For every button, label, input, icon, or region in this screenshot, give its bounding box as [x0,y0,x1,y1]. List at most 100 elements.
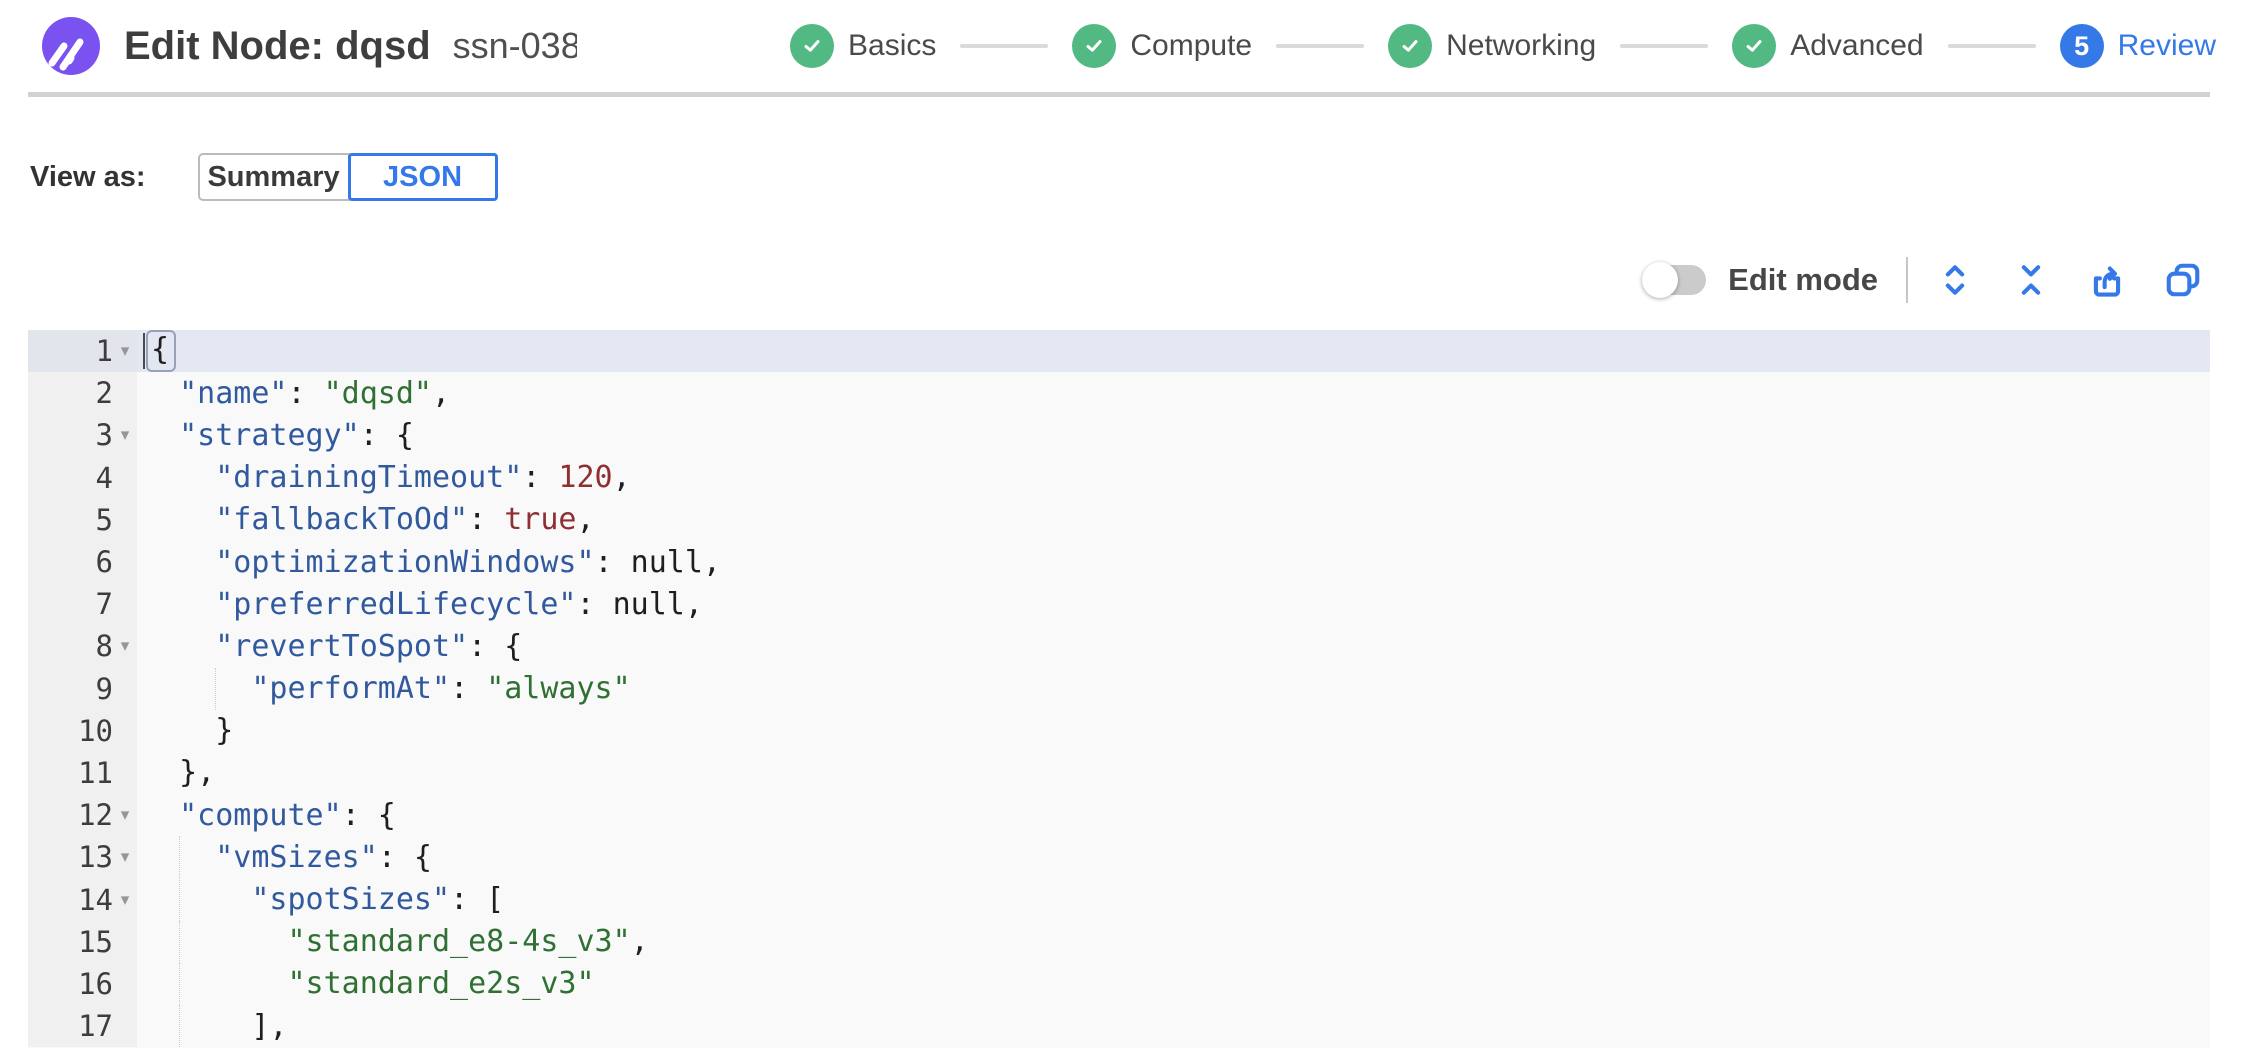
code-content[interactable]: "performAt": "always" [137,667,2210,710]
editor-toolbar: Edit mode [0,257,2202,303]
code-token: , [576,502,595,538]
spot-logo-icon [42,17,100,75]
code-token: } [143,713,234,749]
code-content[interactable]: "name": "dqsd", [137,372,2210,414]
header-divider [28,92,2210,97]
gutter-cell: 14▾ [28,878,137,921]
code-content[interactable]: "preferredLifecycle": null, [137,583,2210,625]
line-number: 17 [78,1009,113,1044]
code-token: , [612,460,631,496]
code-line[interactable]: 10 } [28,709,2210,752]
stepper-step-advanced[interactable]: Advanced [1732,24,1924,68]
line-number: 2 [95,376,113,411]
code-line[interactable]: 15 "standard_e8-4s_v3", [28,920,2210,963]
code-content[interactable]: "optimizationWindows": null, [137,541,2210,583]
code-line[interactable]: 14▾ "spotSizes": [ [28,878,2210,921]
code-line[interactable]: 1▾{ [28,330,2210,373]
export-icon[interactable] [2088,261,2126,299]
gutter-cell: 6 [28,540,137,584]
code-line[interactable]: 13 ▾ "vmSizes": { [28,836,2210,879]
code-token: : { [377,839,432,875]
code-line[interactable]: 4 "drainingTimeout": 120, [28,456,2210,499]
code-line[interactable]: 12 ▾ "compute": { [28,794,2210,837]
stepper-step-networking[interactable]: Networking [1388,24,1596,68]
stepper-step-compute[interactable]: Compute [1072,24,1252,68]
gutter-cell: 2 [28,372,137,415]
code-token: "performAt" [251,671,451,707]
code-content[interactable]: "strategy": { [137,414,2210,456]
code-content[interactable]: "spotSizes": [ [137,878,2210,921]
code-token: "spotSizes" [251,882,451,918]
step-check-icon[interactable] [1072,24,1117,68]
code-content[interactable]: { [137,330,2210,373]
code-line[interactable]: 7 "preferredLifecycle": null, [28,583,2210,626]
code-line[interactable]: 6 "optimizationWindows": null, [28,540,2210,584]
toggle-knob[interactable] [1642,262,1679,298]
code-line[interactable]: 9 "performAt": "always" [28,667,2210,710]
code-line[interactable]: 2 "name": "dqsd", [28,372,2210,415]
code-token: "revertToSpot" [215,628,469,664]
expand-all-icon[interactable] [1936,261,1974,299]
code-line[interactable]: 8▾ "revertToSpot": { [28,625,2210,668]
code-content[interactable]: ], [137,1005,2210,1048]
fold-arrow-icon[interactable]: ▾ [120,425,130,445]
view-as-summary-button[interactable]: Summary [197,153,350,201]
gutter-cell: 9 [28,667,137,710]
stepper-step-basics[interactable]: Basics [790,24,936,68]
line-number: 8 [95,629,113,664]
json-editor[interactable]: 1▾{2 "name": "dqsd",3▾ "strategy": {4 "d… [28,330,2210,1048]
fold-arrow-icon[interactable]: ▾ [120,889,130,909]
code-content[interactable]: "vmSizes": { [137,836,2210,879]
code-line[interactable]: 16 "standard_e2s_v3" [28,962,2210,1005]
gutter-cell: 1▾ [28,330,137,373]
fold-arrow-icon[interactable]: ▾ [120,805,130,825]
code-content[interactable]: "standard_e2s_v3" [137,962,2210,1005]
text-cursor [143,333,145,370]
code-line[interactable]: 11 }, [28,751,2210,795]
code-content[interactable]: "standard_e8-4s_v3", [137,920,2210,963]
fold-arrow-icon[interactable]: ▾ [120,341,130,361]
gutter-cell: 10 [28,709,137,752]
code-line[interactable]: 3▾ "strategy": { [28,414,2210,457]
step-check-icon[interactable] [1388,24,1433,68]
line-number: 13 [78,840,113,875]
code-token: "name" [179,375,288,411]
code-token: : [287,375,324,411]
code-content[interactable]: "compute": { [137,794,2210,836]
copy-icon[interactable] [2164,261,2202,299]
code-token: }, [143,755,216,791]
fold-arrow-icon[interactable]: ▾ [120,636,130,656]
step-connector [1276,44,1365,48]
code-content[interactable]: "fallbackToOd": true, [137,499,2210,541]
view-as-json-button[interactable]: JSON [347,153,498,201]
code-content[interactable]: "revertToSpot": { [137,625,2210,667]
line-number: 12 [78,798,113,833]
collapse-all-icon[interactable] [2012,261,2050,299]
code-token [143,671,251,706]
gutter-cell: 8▾ [28,625,137,668]
step-number-badge[interactable]: 5 [2059,24,2104,68]
code-content[interactable]: } [137,710,2210,752]
page-title: Edit Node: dqsd [124,23,431,68]
code-line[interactable]: 5 "fallbackToOd": true, [28,498,2210,541]
code-token: : null, [594,544,721,580]
indent-guide [215,667,217,710]
code-token [143,587,215,622]
code-content[interactable]: }, [137,752,2210,794]
code-token: "standard_e8-4s_v3" [287,924,631,960]
edit-mode-toggle[interactable] [1642,262,1707,298]
code-line[interactable]: 17 ], [28,1005,2210,1048]
code-token: : [ [450,882,505,918]
code-token: "preferredLifecycle" [215,586,577,622]
line-number: 11 [78,755,113,790]
step-check-icon[interactable] [1732,24,1777,68]
code-content[interactable]: "drainingTimeout": 120, [137,457,2210,499]
fold-arrow-icon[interactable]: ▾ [120,847,130,867]
code-token [143,418,179,453]
code-token: "always" [486,671,631,707]
step-check-icon[interactable] [790,24,835,68]
step-connector [1947,44,2036,48]
gutter-cell: 17 [28,1005,137,1048]
